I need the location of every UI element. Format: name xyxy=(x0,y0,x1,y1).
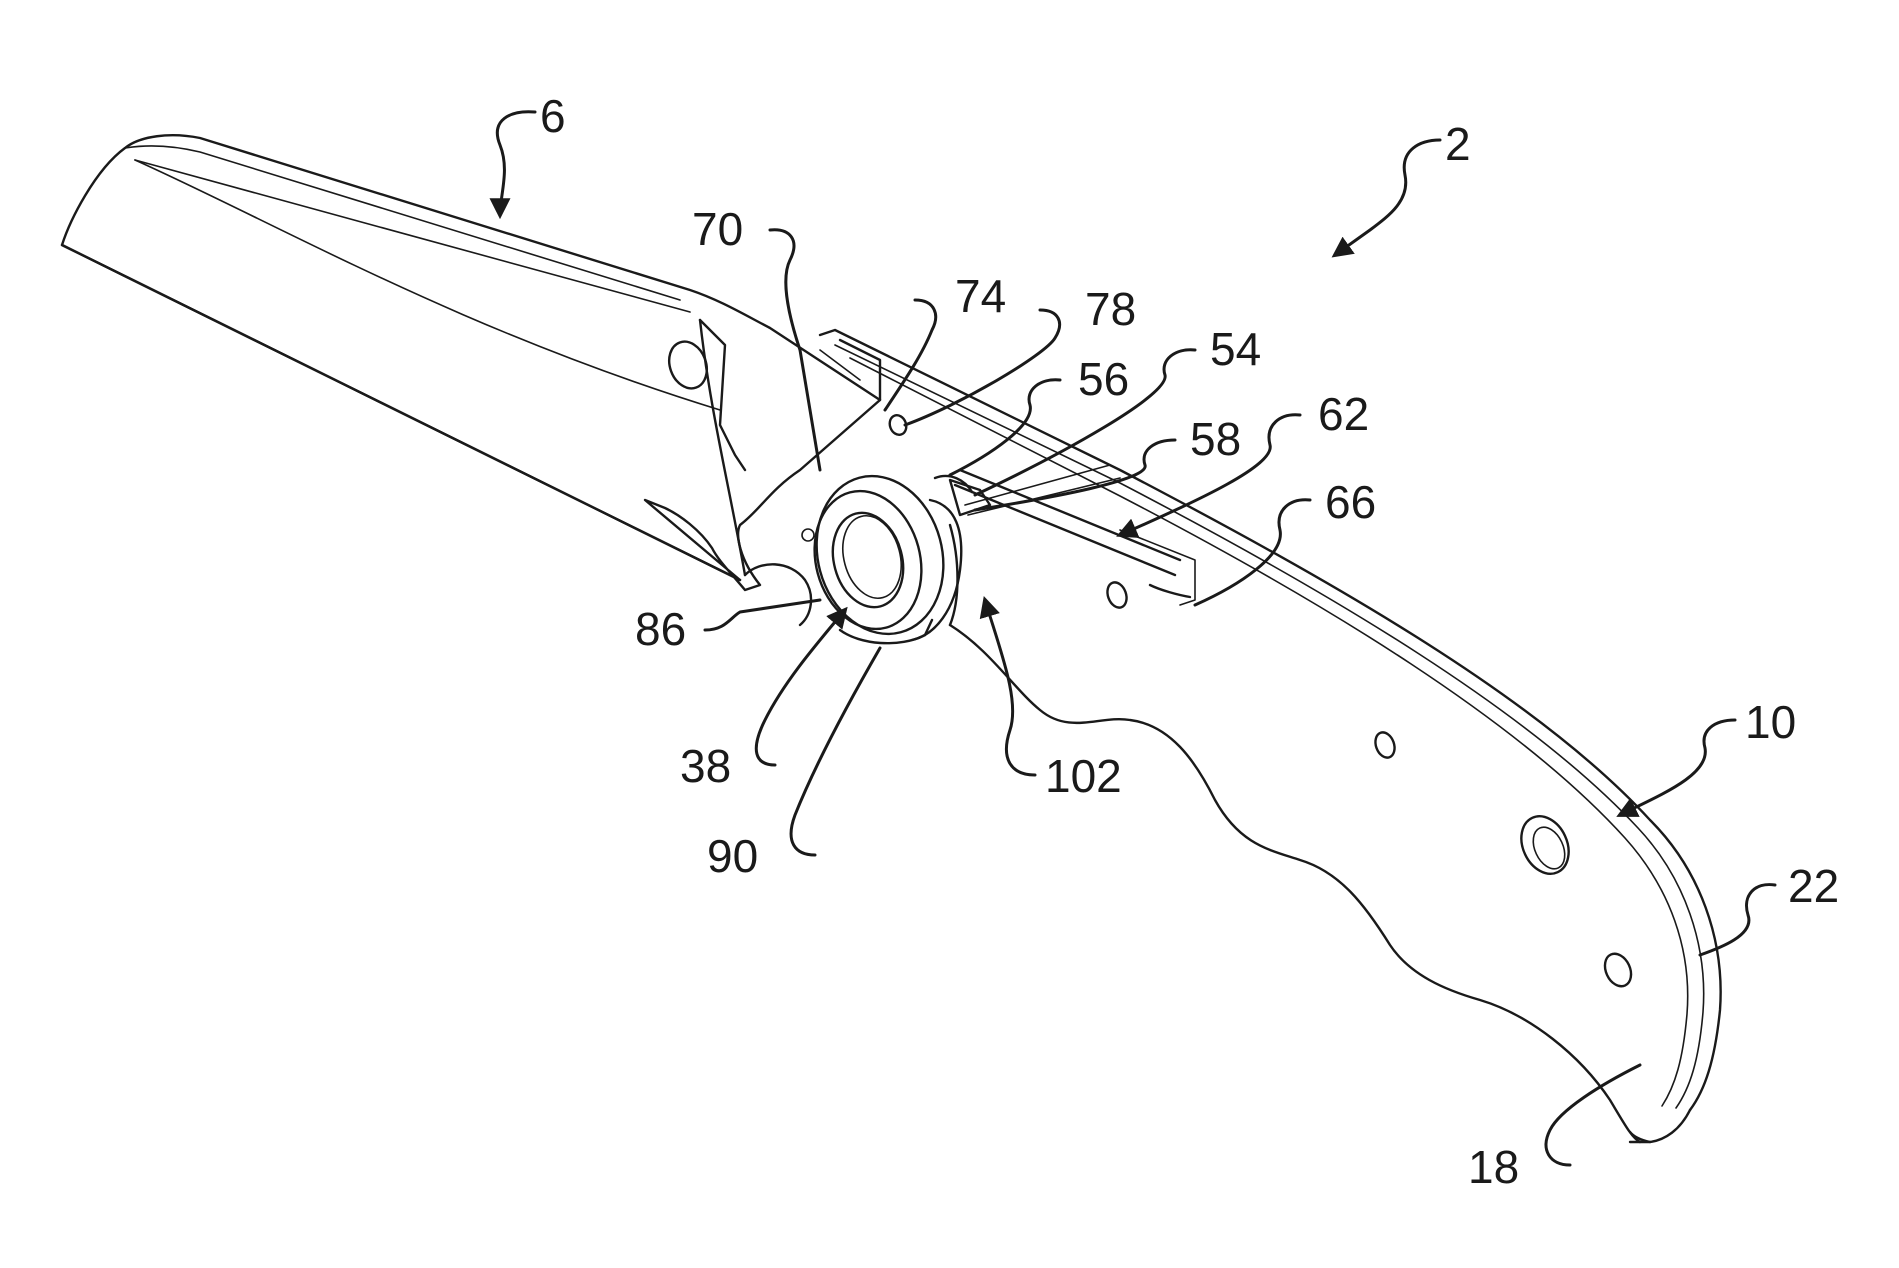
label-58: 58 xyxy=(1190,413,1241,465)
label-70: 70 xyxy=(692,203,743,255)
leader-lines xyxy=(497,112,1775,1165)
label-62: 62 xyxy=(1318,388,1369,440)
label-handle: 10 xyxy=(1745,696,1796,748)
label-blade: 6 xyxy=(540,90,566,142)
label-38: 38 xyxy=(680,740,731,792)
reference-labels: 2 6 70 74 78 54 56 62 58 66 86 38 102 90… xyxy=(540,90,1839,1193)
label-102: 102 xyxy=(1045,750,1122,802)
label-78: 78 xyxy=(1085,283,1136,335)
label-90: 90 xyxy=(707,830,758,882)
label-knife: 2 xyxy=(1445,118,1471,170)
label-54: 54 xyxy=(1210,323,1261,375)
label-74: 74 xyxy=(955,270,1006,322)
label-22: 22 xyxy=(1788,860,1839,912)
blade xyxy=(62,135,880,625)
label-56: 56 xyxy=(1078,353,1129,405)
label-66: 66 xyxy=(1325,476,1376,528)
label-18: 18 xyxy=(1468,1141,1519,1193)
pivot-assembly xyxy=(799,462,1120,649)
label-86: 86 xyxy=(635,603,686,655)
